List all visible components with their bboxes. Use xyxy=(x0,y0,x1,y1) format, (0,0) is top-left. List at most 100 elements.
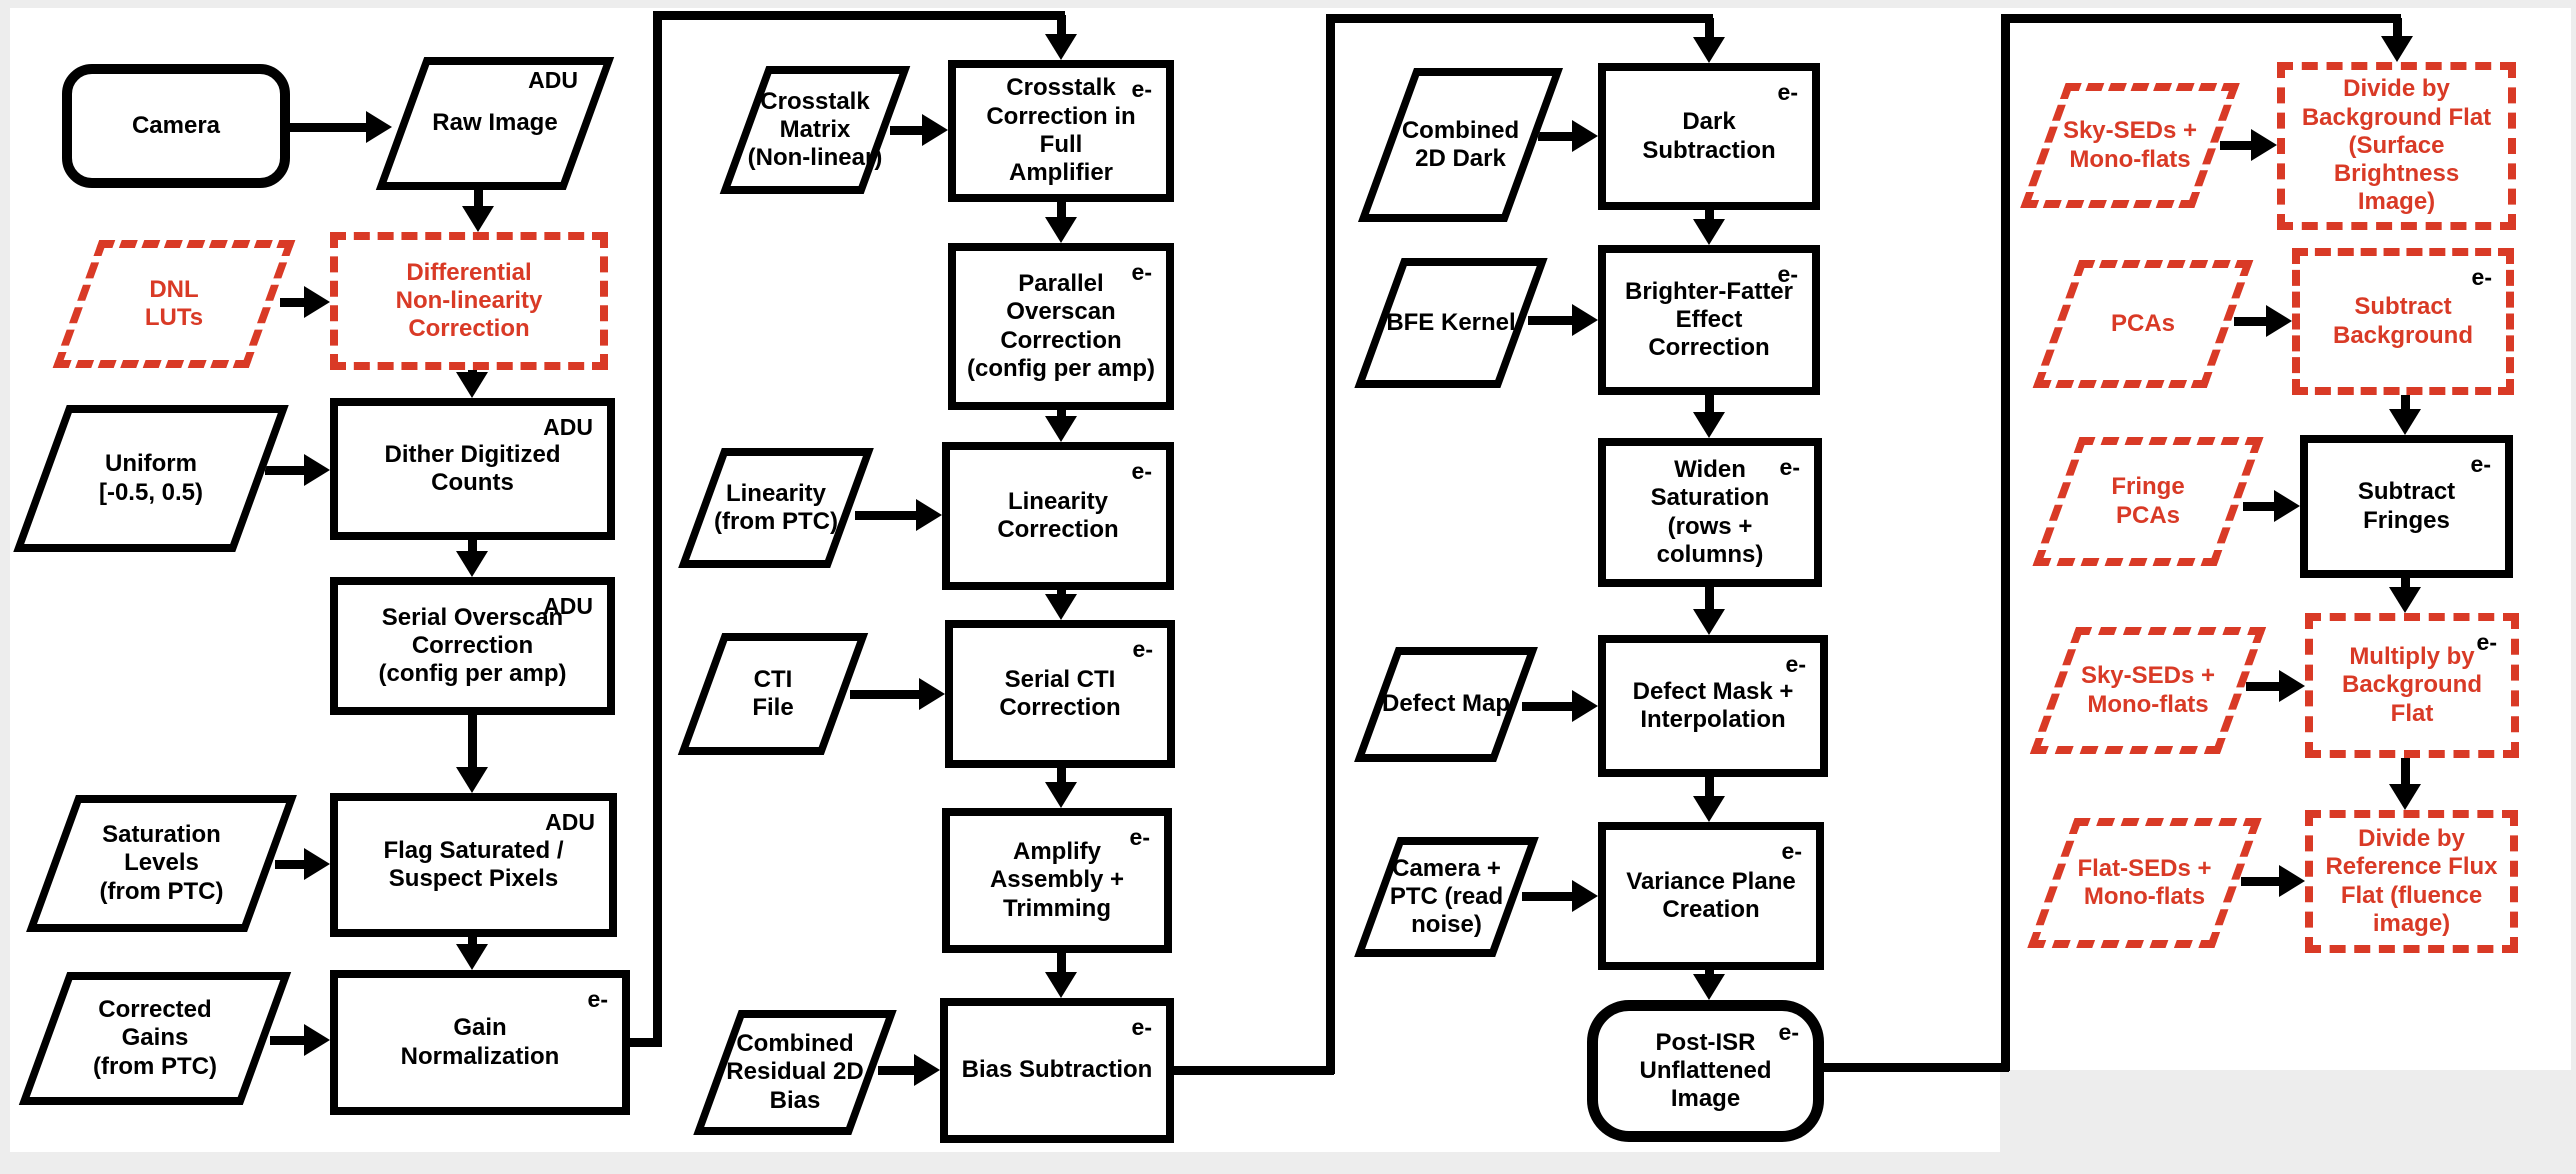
arrowhead xyxy=(1693,974,1725,1000)
arrowhead xyxy=(1045,972,1077,998)
arrow-shaft xyxy=(2220,140,2253,150)
node-label: Sky-SEDs + Mono-flats xyxy=(2062,117,2198,173)
arrowhead xyxy=(1693,412,1725,438)
unit-corner-label: e- xyxy=(1131,76,1152,102)
arrow-shaft xyxy=(878,1065,916,1075)
node-label: Multiply by Background Flat xyxy=(2341,643,2482,727)
node-label: Crosstalk Matrix (Non-linear) xyxy=(747,87,883,172)
arrowhead xyxy=(1693,796,1725,822)
node-subtract-background: Subtract Background e- xyxy=(2292,248,2514,395)
node-label: Post-ISR Unflattened Image xyxy=(1639,1028,1772,1113)
node-uniform: Uniform [-0.5, 0.5) xyxy=(12,405,290,552)
node-label: Defect Mask + Interpolation xyxy=(1632,677,1794,733)
arrow-shaft xyxy=(1056,15,1066,36)
arrowhead xyxy=(2251,129,2277,161)
node-label: Subtract Fringes xyxy=(2357,478,2456,534)
node-combined-residual-bias: Combined Residual 2D Bias xyxy=(688,1010,902,1135)
node-camera-ptc: Camera + PTC (read noise) xyxy=(1348,837,1545,957)
arrowhead xyxy=(456,944,488,970)
arrowhead xyxy=(1693,37,1725,63)
node-pcas: PCAs xyxy=(2028,260,2258,388)
arrow-shaft xyxy=(890,125,924,135)
arrow-shaft xyxy=(855,510,918,520)
node-label: Combined Residual 2D Bias xyxy=(726,1030,864,1114)
unit-corner-label: e- xyxy=(1779,454,1800,480)
node-label: Saturation Levels (from PTC) xyxy=(99,821,224,905)
arrow-shaft xyxy=(275,859,306,869)
node-label: DNL LUTs xyxy=(144,275,204,331)
unit-corner-label: e- xyxy=(1131,458,1152,484)
node-label: Divide by Background Flat (Surface Brigh… xyxy=(2301,75,2492,216)
frame-left xyxy=(0,0,10,1174)
node-label: Parallel Overscan Correction (config per… xyxy=(966,269,1155,382)
arrow-shaft xyxy=(1056,202,1066,219)
node-label: Corrected Gains (from PTC) xyxy=(93,996,217,1080)
arrowhead xyxy=(1572,304,1598,336)
frame-top xyxy=(0,0,2576,8)
arrowhead xyxy=(304,1024,330,1056)
arrow-shaft xyxy=(467,937,477,946)
frame-bottom-left xyxy=(0,1152,2010,1174)
arrow-shaft xyxy=(2400,578,2410,589)
frame-right xyxy=(2571,0,2576,1174)
unit-corner-label: ADU xyxy=(545,809,595,835)
node-label: Bias Subtraction xyxy=(961,1056,1153,1084)
arrowhead xyxy=(2279,865,2305,897)
connector-line xyxy=(1325,14,1335,1074)
arrowhead xyxy=(1693,609,1725,635)
arrow-shaft xyxy=(1056,590,1066,596)
arrowhead xyxy=(919,678,945,710)
node-saturation-levels: Saturation Levels (from PTC) xyxy=(23,795,300,932)
arrowhead xyxy=(1045,782,1077,808)
arrow-shaft xyxy=(1056,410,1066,418)
node-label: Linearity (from PTC) xyxy=(714,479,838,535)
arrowhead xyxy=(304,454,330,486)
node-label: Amplify Assembly + Trimming xyxy=(989,838,1125,922)
arrowhead xyxy=(1045,34,1077,60)
node-label: Serial Overscan Correction (config per a… xyxy=(378,603,567,688)
node-label: CTI File xyxy=(752,665,794,721)
arrow-shaft xyxy=(2392,18,2402,38)
node-sky-seds-1: Sky-SEDs + Mono-flats xyxy=(2015,83,2245,208)
arrow-shaft xyxy=(1538,131,1574,141)
arrowhead xyxy=(2266,305,2292,337)
node-label: Differential Non-linearity Correction xyxy=(395,258,543,343)
arrow-shaft xyxy=(1704,18,1714,39)
arrow-shaft xyxy=(1056,768,1066,784)
arrow-shaft xyxy=(2243,501,2276,511)
arrow-shaft xyxy=(1704,970,1714,976)
unit-corner-label: e- xyxy=(1781,838,1802,864)
node-label: Serial CTI Correction xyxy=(999,665,1121,721)
arrow-shaft xyxy=(1704,587,1714,611)
node-combined-2d-dark: Combined 2D Dark xyxy=(1357,68,1564,222)
node-dnl-correction: Differential Non-linearity Correction xyxy=(330,232,608,370)
arrowhead xyxy=(456,767,488,793)
arrow-shaft xyxy=(473,190,483,208)
connector-line xyxy=(652,11,662,1047)
node-label: Fringe PCAs xyxy=(2111,473,2185,529)
connector-line xyxy=(2001,13,2401,23)
arrowhead xyxy=(2381,36,2413,62)
arrowhead xyxy=(1572,690,1598,722)
node-label: Gain Normalization xyxy=(400,1014,560,1070)
node-label: Divide by Reference Flux Flat (fluence i… xyxy=(2325,824,2498,937)
node-label: Camera + PTC (read noise) xyxy=(1389,854,1504,939)
node-label: Combined 2D Dark xyxy=(1401,116,1520,172)
node-serial-overscan: Serial Overscan Correction (config per a… xyxy=(330,577,615,715)
node-label: Subtract Background xyxy=(2332,293,2473,349)
node-widen-saturation: Widen Saturation (rows + columns)e- xyxy=(1598,438,1822,587)
unit-corner-label: e- xyxy=(2471,264,2492,290)
arrow-shaft xyxy=(1704,395,1714,414)
